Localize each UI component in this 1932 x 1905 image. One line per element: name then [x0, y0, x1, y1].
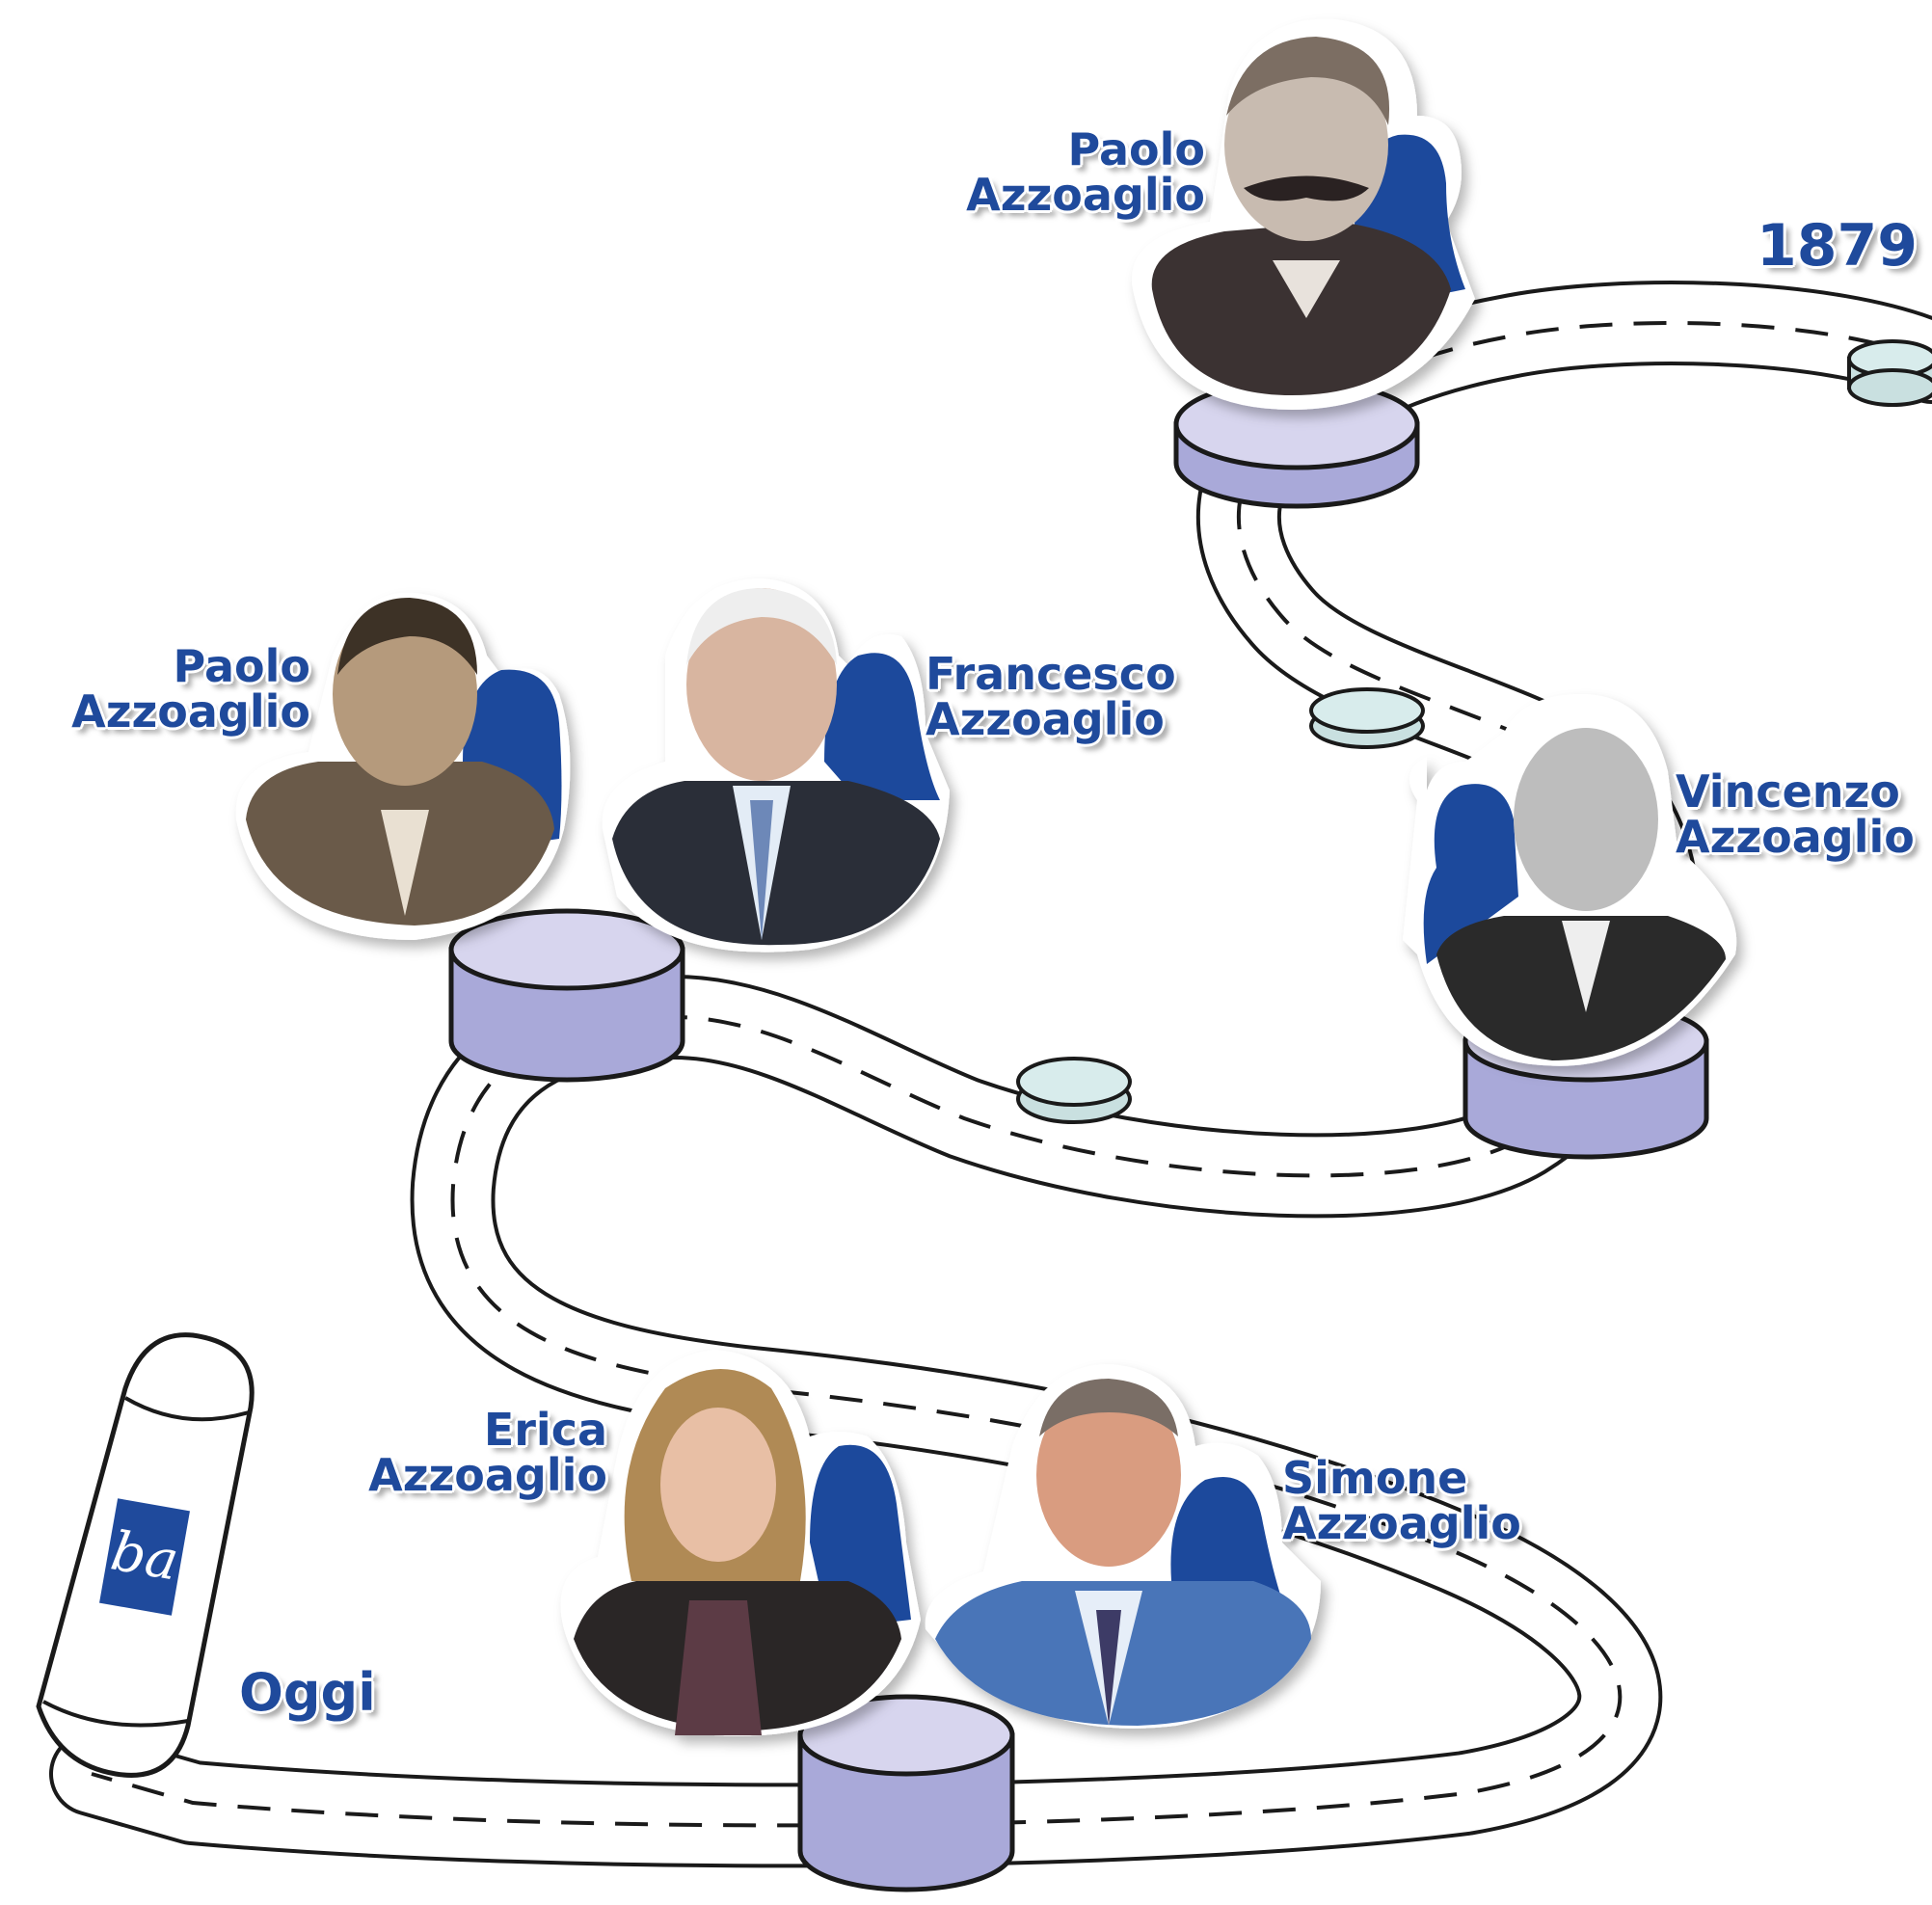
stepping-stones: [1016, 339, 1932, 1124]
first-name: Francesco: [926, 648, 1176, 700]
person-label-vincenzo: Vincenzo Azzoaglio: [1676, 769, 1915, 860]
portrait-francesco: [602, 578, 950, 952]
stone-3: [1016, 1057, 1132, 1124]
last-name: Azzoaglio: [926, 693, 1165, 745]
first-name: Paolo: [173, 640, 311, 692]
stone-2: [1309, 687, 1425, 749]
portrait-erica: [560, 1350, 921, 1736]
portrait-vincenzo: [1403, 694, 1737, 1066]
pedestal-3: [448, 908, 685, 1083]
person-label-simone: Simone Azzoaglio: [1282, 1456, 1521, 1546]
person-label-francesco: Francesco Azzoaglio: [926, 652, 1176, 742]
finish-capsule: ba: [36, 1332, 255, 1778]
portrait-paolo-top: [1132, 18, 1475, 411]
first-name: Vincenzo: [1676, 765, 1900, 818]
stone-1: [1847, 339, 1932, 407]
last-name: Azzoaglio: [966, 169, 1205, 221]
person-label-paolo-middle: Paolo Azzoaglio: [29, 644, 310, 735]
person-label-erica: Erica Azzoaglio: [318, 1408, 607, 1498]
person-label-paolo-top: Paolo Azzoaglio: [926, 127, 1205, 218]
road-centerline: [91, 321, 1932, 1828]
last-name: Azzoaglio: [71, 685, 310, 738]
timeline-end-label: Oggi: [239, 1662, 376, 1723]
first-name: Erica: [483, 1404, 607, 1456]
last-name: Azzoaglio: [368, 1449, 607, 1501]
first-name: Simone: [1282, 1452, 1468, 1504]
pedestals: [448, 378, 1709, 1892]
pedestal-4: [797, 1694, 1015, 1892]
logo-text: ba: [106, 1519, 182, 1593]
last-name: Azzoaglio: [1676, 811, 1915, 863]
portrait-simone: [925, 1364, 1321, 1729]
last-name: Azzoaglio: [1282, 1497, 1521, 1549]
portrait-paolo-middle: [235, 592, 571, 940]
first-name: Paolo: [1067, 123, 1206, 175]
logo-badge: [99, 1498, 190, 1616]
timeline-start-label: 1879: [1757, 212, 1918, 280]
